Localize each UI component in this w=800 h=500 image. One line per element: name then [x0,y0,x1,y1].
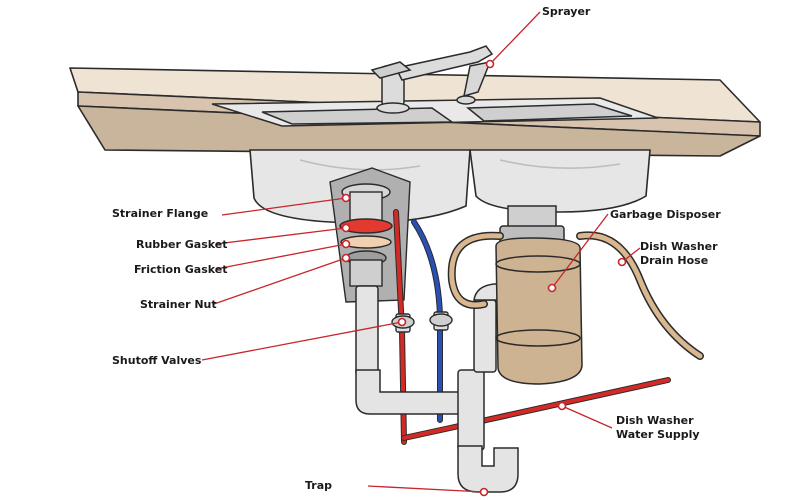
label-garbage-disposer: Garbage Disposer [610,208,721,221]
faucet [370,45,494,114]
label-shutoff-valves: Shutoff Valves [112,354,202,367]
label-dish-washer-water-supply-line2: Water Supply [616,428,700,441]
sink-bowls [249,149,651,224]
label-sprayer: Sprayer [542,5,591,18]
shutoff-valves [391,311,453,333]
label-strainer-flange: Strainer Flange [112,207,209,220]
label-strainer-nut: Strainer Nut [140,298,217,311]
leader-dots [341,59,627,497]
sprayer [456,60,492,105]
drain-piping [355,283,519,493]
label-dish-washer-drain-hose-line2: Drain Hose [640,254,709,267]
label-trap: Trap [305,479,333,492]
leader-lines [201,11,641,493]
garbage-disposer [495,205,583,385]
dishwasher-water-supply-line [401,377,671,441]
dishwasher-drain-hose [447,231,704,360]
label-rubber-gasket: Rubber Gasket [136,238,228,251]
strainer-assembly [339,183,393,287]
label-friction-gasket: Friction Gasket [134,263,228,276]
label-dish-washer-drain-hose-line1: Dish Washer [640,240,718,253]
label-dish-washer-water-supply-line1: Dish Washer [616,414,694,427]
